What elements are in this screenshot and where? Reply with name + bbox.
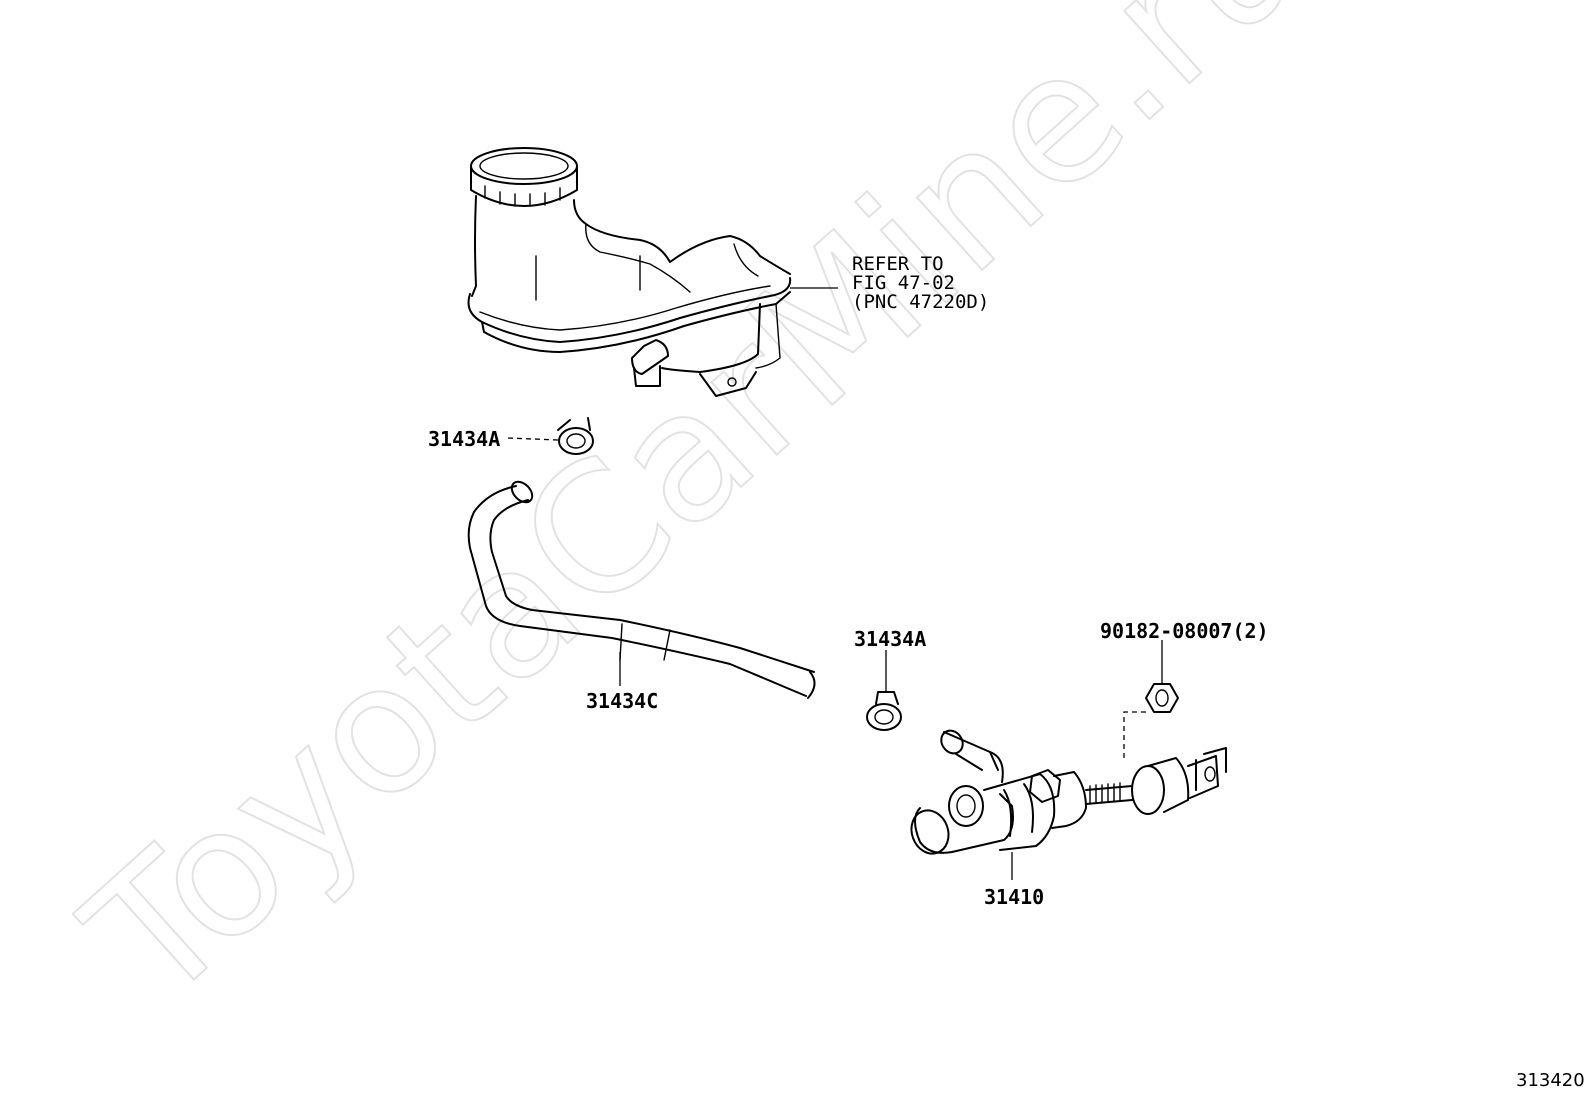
clutch-master-cylinder [910, 729, 1227, 855]
label-hose: 31434C [586, 689, 658, 713]
reservoir-ref-line1: REFER TO [852, 253, 944, 275]
nut [1145, 683, 1179, 713]
figure-number: 313420 [1516, 1070, 1585, 1091]
label-clip-lower: 31434A [854, 627, 926, 651]
hose-clip-upper [557, 417, 594, 455]
watermark-text: ToyotaCarMine.ru [49, 0, 1344, 1042]
reservoir-ref-line3: (PNC 47220D) [852, 291, 989, 313]
reservoir-ref-line2: FIG 47-02 [852, 272, 955, 294]
hose-clip-lower [866, 691, 902, 731]
hose [467, 480, 816, 699]
label-clip-upper: 31434A [428, 427, 500, 451]
label-master-cylinder: 31410 [984, 885, 1044, 909]
label-nut: 90182-08007(2) [1100, 619, 1269, 643]
reservoir-tank [467, 147, 792, 397]
